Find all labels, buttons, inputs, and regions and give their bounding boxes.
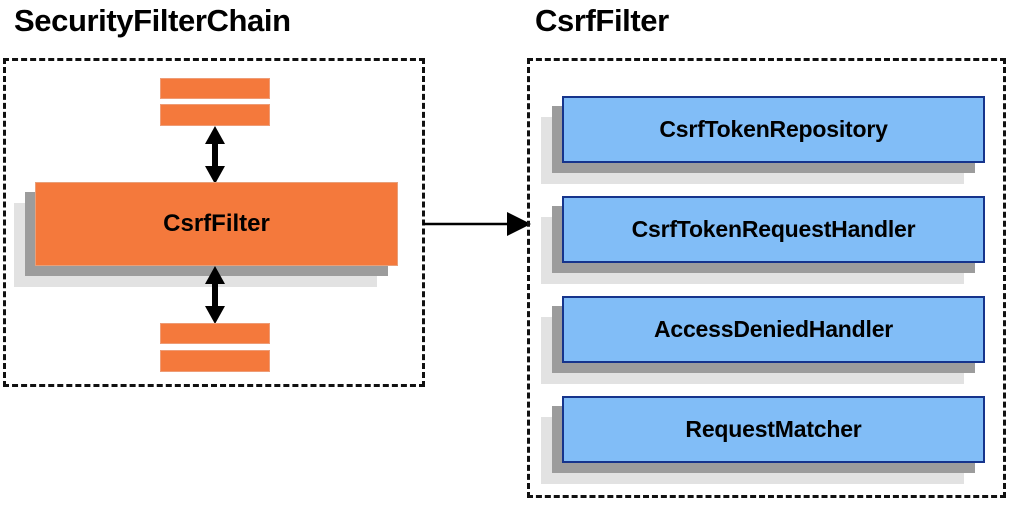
csrf-filter-label: CsrfFilter [35, 182, 398, 266]
collaborator-box-access-denied-handler[interactable]: AccessDeniedHandler [541, 296, 985, 384]
page-title-csrf-filter: CsrfFilter [535, 3, 669, 38]
collaborator-box-csrf-token-request-handler[interactable]: CsrfTokenRequestHandler [541, 196, 985, 284]
csrf-filter-box[interactable]: CsrfFilter [14, 182, 398, 287]
chain-bar-top-2 [160, 104, 270, 126]
cross-panel-arrow [423, 212, 531, 236]
security-filter-chain-panel [3, 58, 425, 387]
collaborator-box-csrf-token-repository[interactable]: CsrfTokenRepository [541, 96, 985, 184]
csrf-filter-panel [527, 58, 1006, 498]
collaborator-label: AccessDeniedHandler [562, 296, 985, 363]
chain-bar-bottom-2 [160, 350, 270, 372]
chain-bar-bottom-1 [160, 323, 270, 344]
arrow-up-down-bottom [205, 266, 225, 324]
collaborator-box-request-matcher[interactable]: RequestMatcher [541, 396, 985, 484]
collaborator-label: RequestMatcher [562, 396, 985, 463]
collaborator-label: CsrfTokenRepository [562, 96, 985, 163]
chain-bar-top-1 [160, 78, 270, 99]
page-title-security-filter-chain: SecurityFilterChain [14, 3, 291, 38]
collaborator-label: CsrfTokenRequestHandler [562, 196, 985, 263]
arrow-up-down-top [205, 126, 225, 184]
